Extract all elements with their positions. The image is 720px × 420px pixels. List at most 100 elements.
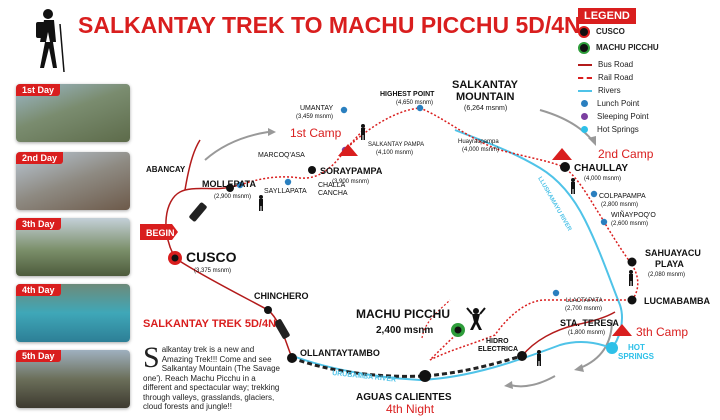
place-label: SALKANTAY [452, 79, 519, 91]
begin-label: BEGIN [146, 228, 175, 238]
hiker-icon [259, 195, 263, 211]
place-label: CHINCHERO [254, 291, 309, 301]
river-label: URUBAMBA RIVER [332, 370, 397, 384]
jumping-person-icon [466, 307, 486, 330]
direction-arrow-icon [509, 375, 556, 388]
legend-item: MACHU PICCHU [578, 42, 659, 54]
camp-tent-icon [552, 148, 572, 160]
place-label: ELECTRICA [478, 346, 518, 353]
day-photo-card: 1st Day [16, 84, 130, 142]
place-label: STA. TERESA [560, 318, 619, 328]
chinchero-marker-icon [264, 306, 272, 314]
sahuayacu-marker-icon [627, 257, 637, 267]
legend-label: CUSCO [596, 27, 625, 37]
place-label: CUSCO [186, 249, 237, 265]
place-label: HIGHEST POINT [380, 91, 435, 98]
bus-road-line [521, 311, 616, 357]
legend: LEGEND CUSCO MACHU PICCHU Bus Road Rail … [578, 6, 712, 136]
day-photo-card: 3th Day [16, 218, 130, 276]
lunch-point-icon [236, 181, 244, 189]
soraypampa-marker-icon [308, 166, 316, 174]
place-label: CANCHA [318, 190, 348, 197]
description-title: SALKANTAY TREK 5D/4N [143, 318, 277, 330]
legend-item: Rivers [578, 86, 621, 95]
lunch-point-icon [340, 106, 348, 114]
place-label: CHALLA [318, 182, 346, 189]
camp-label: 1st Camp [290, 126, 342, 140]
place-alt: (4,650 msnm) [396, 100, 433, 106]
begin-flag: BEGIN [140, 224, 178, 240]
place-label: PLAYA [655, 259, 684, 269]
legend-item: Rail Road [578, 73, 633, 82]
hiker-icon [361, 124, 365, 140]
hot-springs-icon [606, 342, 618, 354]
ollantaytambo-marker-icon [287, 353, 297, 363]
hidroelectrica-marker-icon [517, 351, 527, 361]
direction-arrow-icon [579, 319, 613, 369]
day-tag: 5th Day [16, 350, 61, 362]
dropcap: S [143, 341, 160, 374]
legend-label: Rivers [598, 86, 621, 95]
place-label: WIÑAYPOQ'O [611, 210, 656, 219]
day-photo-card: 5th Day [16, 350, 130, 408]
place-alt: (2,080 msnm) [648, 272, 685, 278]
lunch-point-icon [590, 190, 598, 198]
legend-item: Hot Springs [578, 125, 639, 134]
place-alt: (3,900 msnm) [332, 179, 369, 185]
place-label: LUCMABAMBA [644, 296, 710, 306]
lunch-point-icon [284, 178, 292, 186]
mollepata-marker-icon [226, 184, 234, 192]
place-label: HOT [628, 343, 645, 352]
bus-road-line-icon [578, 63, 592, 66]
place-alt: (2,800 msnm) [601, 202, 638, 208]
lunch-point-icon [581, 100, 588, 108]
legend-item: Bus Road [578, 60, 633, 69]
lunch-point-icon [552, 289, 560, 297]
place-alt: (2,900 msnm) [214, 194, 251, 200]
machu-picchu-marker-icon [578, 42, 590, 54]
camp-label: 4th Night [386, 402, 435, 416]
page-title: SALKANTAY TREK TO MACHU PICCHU 5D/4N [78, 12, 581, 38]
lunch-points [236, 104, 608, 297]
place-alt: (4,100 msnm) [376, 150, 413, 156]
place-label: MACHU PICCHU [356, 307, 450, 321]
legend-label: Sleeping Point [597, 112, 649, 121]
place-alt: (4,000 msnm) [584, 176, 621, 182]
place-alt: 2,400 msnm [376, 325, 433, 336]
hiker-logo-icon [36, 9, 65, 73]
place-label: CHAULLAY [574, 163, 628, 174]
place-alt: (3,459 msnm) [296, 114, 333, 120]
aguas-calientes-marker-icon [419, 370, 431, 382]
legend-heading: LEGEND [578, 8, 636, 24]
hot-springs-icon [581, 126, 588, 134]
day-photo-card: 4th Day [16, 284, 130, 342]
bus-road-line [184, 139, 201, 191]
bus-icon [189, 202, 207, 222]
place-label: SALKANTAY PAMPA [368, 142, 424, 148]
place-label: MOUNTAIN [456, 91, 515, 103]
legend-item: CUSCO [578, 26, 625, 38]
rail-road-line [291, 354, 523, 378]
hiker-icon [537, 350, 541, 366]
place-label: Huayracpampa [458, 139, 499, 145]
place-alt: (1,800 msnm) [568, 330, 605, 336]
legend-label: Hot Springs [597, 125, 639, 134]
place-label: OLLANTAYTAMBO [300, 348, 380, 358]
day-tag: 2nd Day [16, 152, 64, 164]
place-label: MOLLEPATA [202, 179, 256, 189]
day-tag: 1st Day [16, 84, 61, 96]
place-label: SORAYPAMPA [320, 166, 383, 176]
legend-label: Rail Road [598, 73, 634, 82]
place-label: MARCOQ'ASA [258, 152, 305, 159]
description-body: alkantay trek is a new and Amazing Trek!… [143, 345, 280, 411]
place-label: AGUAS CALIENTES [356, 392, 452, 403]
place-label: HIDRO [486, 338, 509, 345]
place-alt: (2,700 msnm) [565, 306, 602, 312]
day-tag: 3th Day [16, 218, 61, 230]
place-label: ABANCAY [146, 165, 186, 174]
legend-label: MACHU PICCHU [596, 43, 659, 53]
place-label: LLACTAPATA [566, 298, 603, 304]
lluskamayu-river-line [454, 129, 623, 351]
